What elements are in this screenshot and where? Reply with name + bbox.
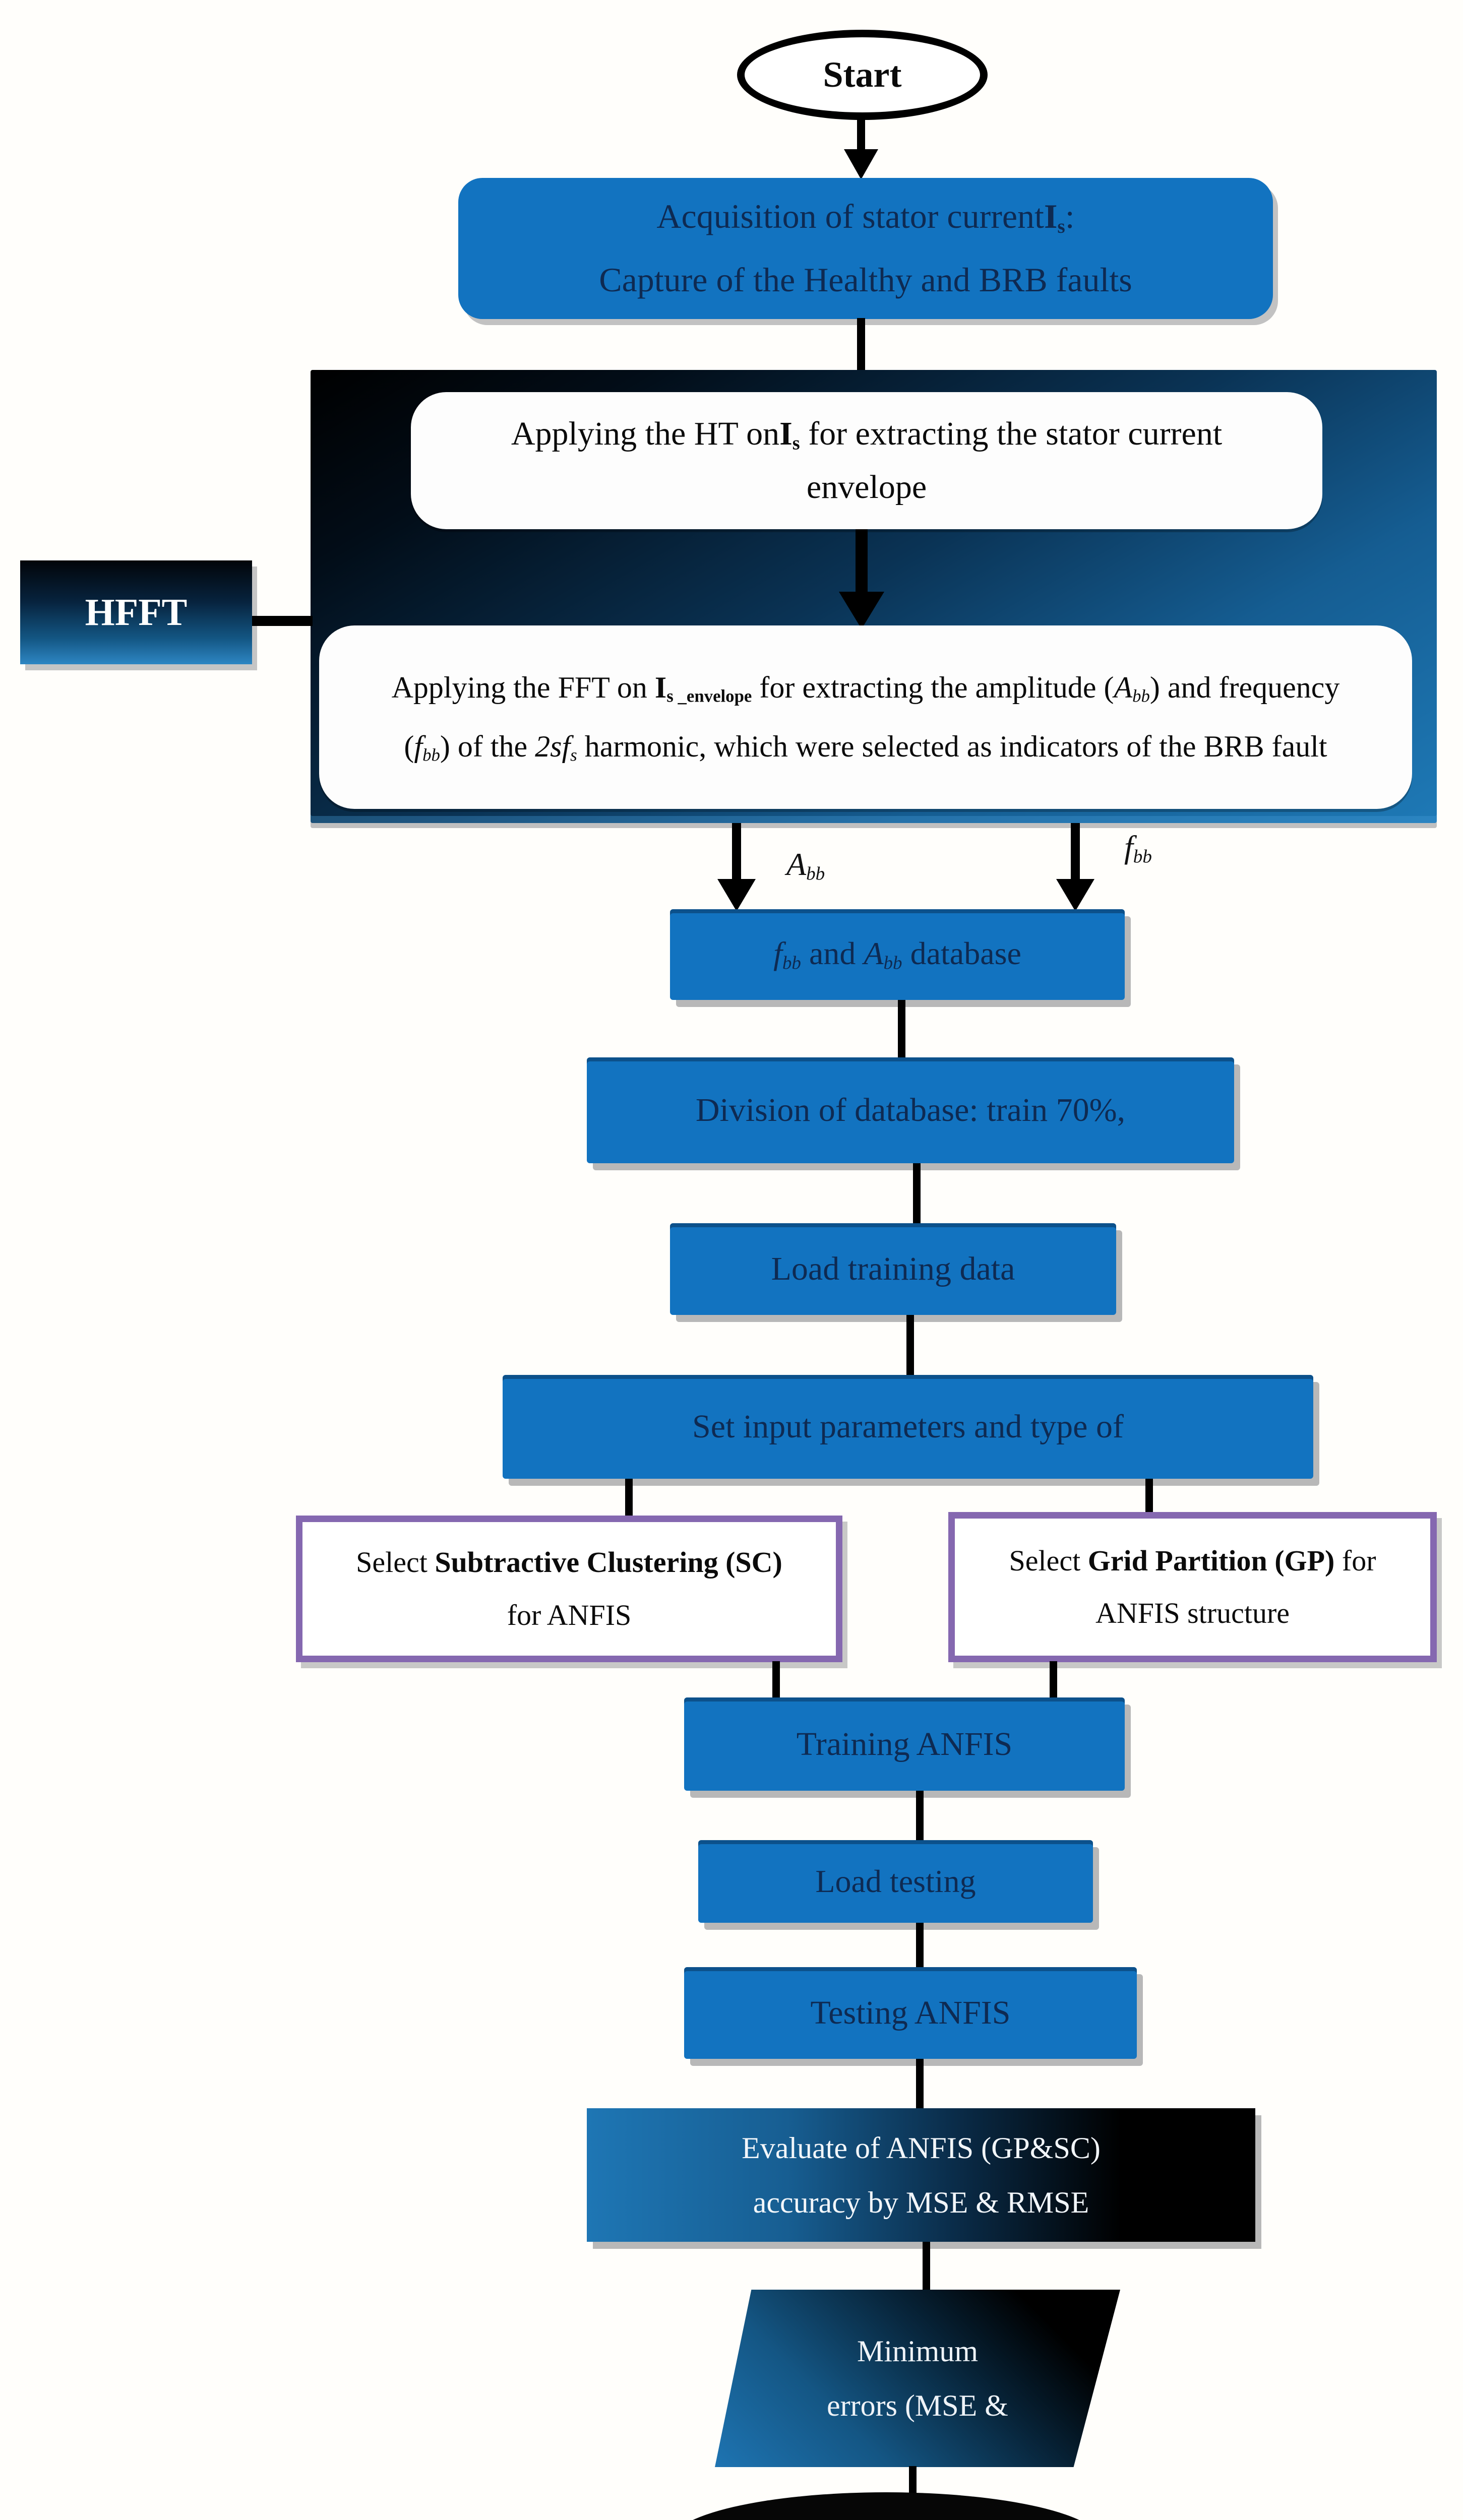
arrowhead-amp-to-database [717, 879, 756, 911]
connector-acquisition-to-ht [857, 318, 865, 380]
division-node: Division of database: train 70%, [587, 1057, 1234, 1163]
acquisition-line1: Acquisition of stator currentIs: [656, 197, 1075, 238]
start-node: Start [737, 30, 988, 120]
connector-load-testing-to-testing [916, 1923, 924, 1968]
grid-partition-text: Select Grid Partition (GP) for ANFIS str… [1009, 1544, 1376, 1629]
connector-subtractive-to-training [772, 1661, 780, 1699]
set-input-label: Set input parameters and type of [692, 1408, 1124, 1445]
connector-amp-to-database [732, 823, 741, 881]
min-errors-line1: Minimum [857, 2335, 978, 2368]
connector-grid-partition-to-training [1050, 1661, 1057, 1699]
ht-text: Applying the HT onIs for extracting the … [511, 415, 1223, 506]
testing-node: Testing ANFIS [684, 1967, 1137, 2059]
decision-node: Decision [670, 2492, 1102, 2520]
connector-division-to-load-training [913, 1163, 921, 1224]
connector-database-to-division [898, 1000, 905, 1058]
arrowhead-start-to-acquisition [844, 149, 878, 179]
evaluate-text: Evaluate of ANFIS (GP&SC) accuracy by MS… [742, 2121, 1101, 2230]
freq-arrow-label: fbb [1124, 829, 1152, 867]
evaluate-line1: Evaluate of ANFIS (GP&SC) [742, 2131, 1101, 2165]
start-label: Start [823, 54, 902, 95]
connector-min-errors-to-decision [909, 2466, 917, 2493]
arrowhead-freq-to-database [1056, 879, 1094, 911]
connector-set-input-to-grid-partition [1145, 1479, 1153, 1515]
fft-node: Applying the FFT on Is _envelope for ext… [319, 625, 1412, 809]
subtractive-node: Select Subtractive Clustering (SC) for A… [296, 1516, 842, 1662]
grid-partition-node: Select Grid Partition (GP) for ANFIS str… [948, 1512, 1437, 1662]
load-training-node: Load training data [670, 1223, 1116, 1315]
connector-training-to-load-testing [916, 1791, 924, 1841]
min-errors-text: Minimum errors (MSE & [827, 2324, 1008, 2433]
testing-label: Testing ANFIS [810, 1994, 1011, 2031]
acquisition-text: Acquisition of stator currentIs: Capture… [599, 185, 1132, 312]
ht-node: Applying the HT onIs for extracting the … [411, 392, 1322, 529]
database-text: fbb and Abb database [773, 935, 1021, 974]
acquisition-node: Acquisition of stator currentIs: Capture… [458, 178, 1273, 319]
connector-evaluate-to-min-errors [923, 2242, 930, 2292]
hfft-tag-label: HFFT [85, 591, 188, 634]
load-testing-label: Load testing [815, 1863, 976, 1899]
training-node: Training ANFIS [684, 1697, 1125, 1791]
arrowhead-ht-to-fft [839, 592, 884, 629]
min-errors-node: Minimum errors (MSE & [715, 2290, 1120, 2467]
training-label: Training ANFIS [796, 1725, 1013, 1762]
connector-testing-to-evaluate [916, 2059, 924, 2109]
fft-text: Applying the FFT on Is _envelope for ext… [391, 671, 1340, 765]
connector-set-input-to-subtractive [625, 1479, 633, 1518]
database-node: fbb and Abb database [670, 909, 1125, 1000]
connector-hfft-tag-to-container [252, 616, 313, 626]
min-errors-line2: errors (MSE & [827, 2389, 1008, 2422]
division-label: Division of database: train 70%, [695, 1092, 1126, 1128]
connector-load-training-to-set-input [906, 1315, 914, 1375]
acquisition-line2: Capture of the Healthy and BRB faults [599, 261, 1132, 299]
evaluate-line2: accuracy by MSE & RMSE [753, 2185, 1089, 2219]
set-input-node: Set input parameters and type of [503, 1375, 1313, 1479]
evaluate-node: Evaluate of ANFIS (GP&SC) accuracy by MS… [587, 2108, 1255, 2242]
load-testing-node: Load testing [698, 1840, 1093, 1923]
load-training-label: Load training data [771, 1250, 1015, 1287]
connector-freq-to-database [1071, 823, 1080, 881]
amp-arrow-label: Abb [786, 846, 825, 885]
hfft-tag-node: HFFT [20, 560, 252, 664]
connector-ht-to-fft [856, 529, 868, 594]
connector-start-to-acquisition [857, 119, 865, 151]
subtractive-text: Select Subtractive Clustering (SC) for A… [356, 1546, 782, 1631]
